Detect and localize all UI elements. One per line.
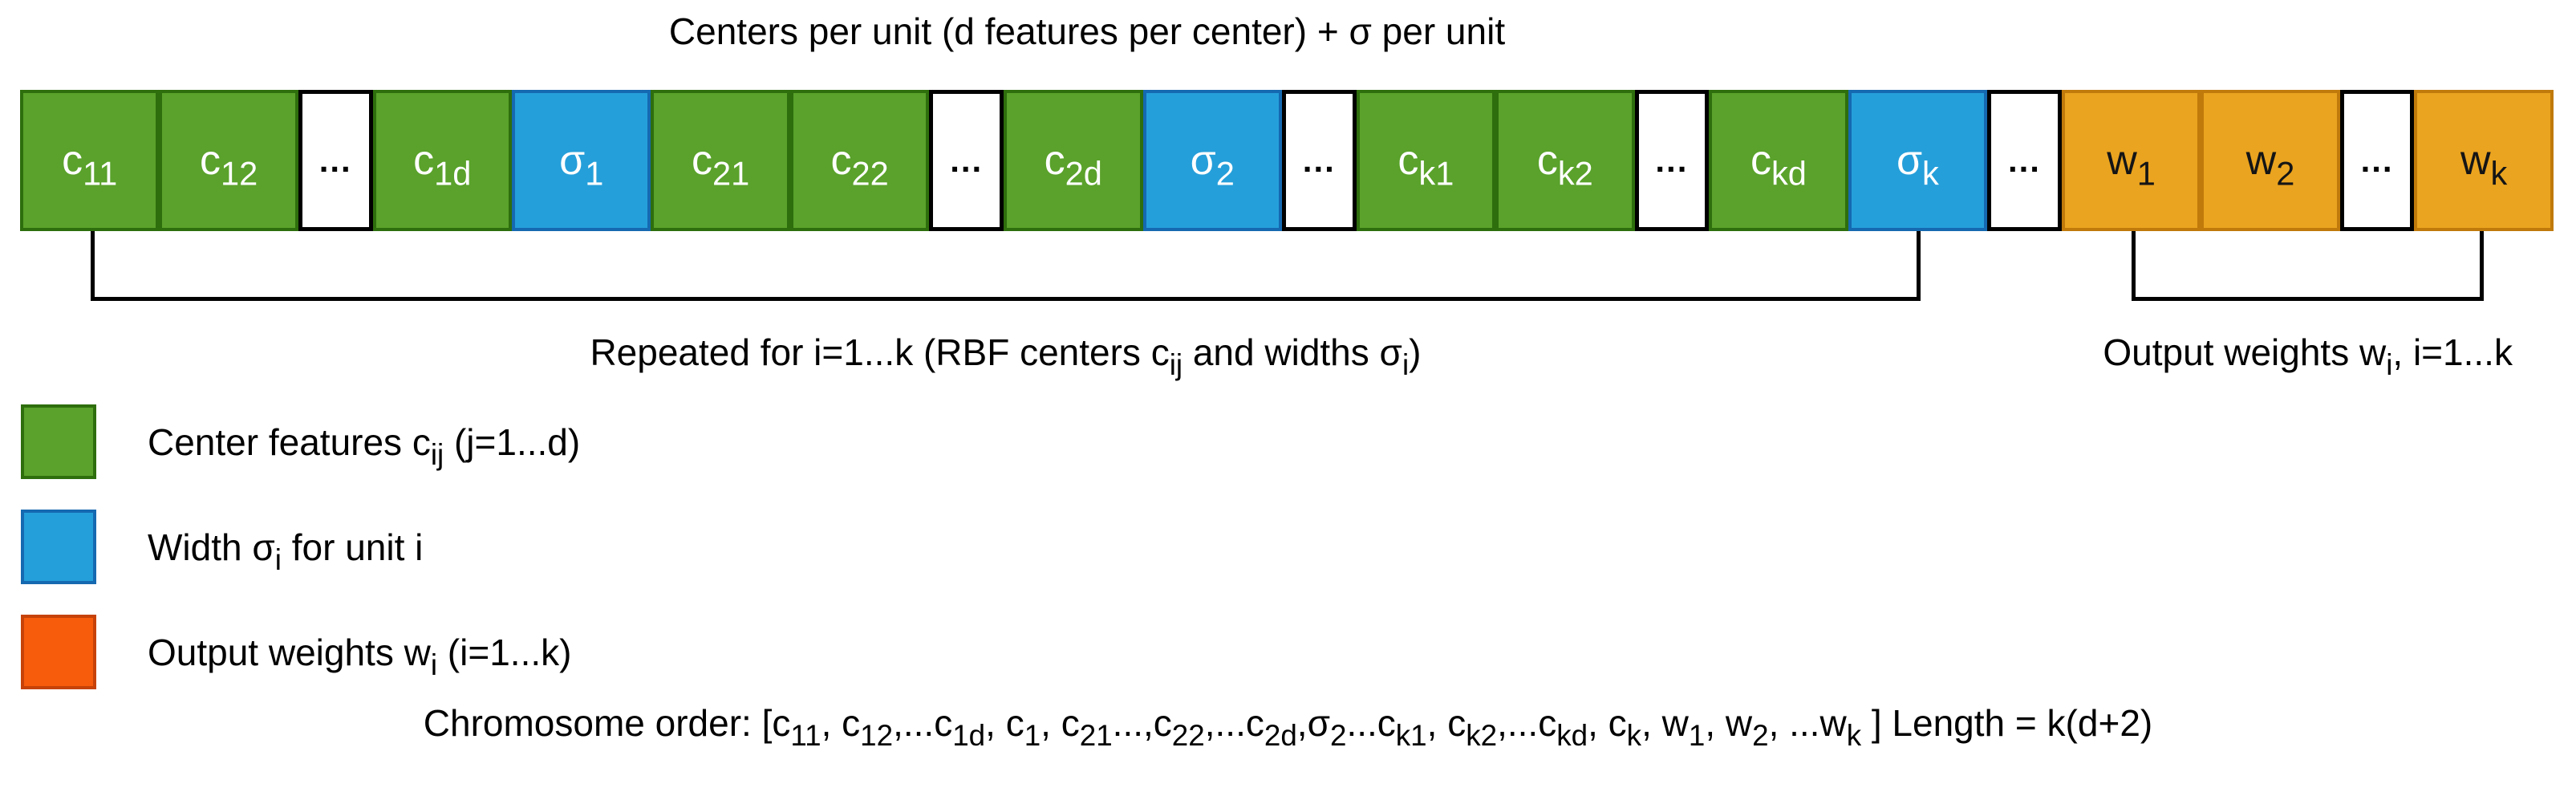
- gene-label: ...: [318, 141, 352, 179]
- gene-box-dots: ...: [298, 90, 373, 231]
- gene-box-dots: ...: [929, 90, 1004, 231]
- gene-box-sigmak: σk: [1848, 90, 1988, 231]
- gene-box-ck2: ck2: [1495, 90, 1635, 231]
- gene-box-w1: w1: [2061, 90, 2201, 231]
- legend-label-output-weights: Output weights wi (i=1...k): [148, 631, 572, 681]
- gene-box-c22: c22: [789, 90, 930, 231]
- gene-box-c11: c11: [20, 90, 160, 231]
- gene-label: c22: [830, 137, 889, 193]
- gene-label: c21: [692, 137, 750, 193]
- gene-label: ...: [1302, 141, 1336, 179]
- gene-label: wk: [2460, 137, 2508, 193]
- gene-box-ckd: ckd: [1709, 90, 1848, 231]
- gene-box-c1d: c1d: [372, 90, 513, 231]
- gene-box-c21: c21: [651, 90, 790, 231]
- diagram-title: Centers per unit (d features per center)…: [668, 10, 1506, 52]
- gene-label: ...: [2360, 141, 2394, 179]
- gene-box-dots: ...: [1281, 90, 1357, 231]
- gene-label: c1d: [413, 137, 472, 193]
- gene-box-c2d: c2d: [1004, 90, 1143, 231]
- legend-swatch-width-sigma: [21, 510, 96, 584]
- legend-item-width-sigma: Width σi for unit i: [21, 510, 423, 584]
- gene-box-ck1: ck1: [1356, 90, 1496, 231]
- gene-box-c12: c12: [159, 90, 298, 231]
- bracket-repeated-units: [90, 231, 1921, 301]
- gene-label: ...: [1655, 141, 1689, 179]
- gene-box-sigma1: σ1: [512, 90, 651, 231]
- legend-swatch-center-features: [21, 404, 96, 479]
- gene-label: σ1: [559, 137, 604, 193]
- gene-label: σ2: [1190, 137, 1235, 193]
- repeated-units-label: Repeated for i=1...k (RBF centers cij an…: [590, 331, 1422, 381]
- output-weights-label: Output weights wi, i=1...k: [2103, 331, 2513, 381]
- legend-item-center-features: Center features cij (j=1...d): [21, 404, 580, 479]
- gene-box-dots: ...: [1987, 90, 2062, 231]
- legend-label-center-features: Center features cij (j=1...d): [148, 420, 581, 471]
- gene-box-wk: wk: [2414, 90, 2554, 231]
- gene-label: w1: [2107, 137, 2156, 193]
- chromosome-order-note: Chromosome order: [c11, c12,...c1d, c1, …: [423, 702, 2153, 752]
- gene-label: ckd: [1750, 137, 1807, 193]
- gene-box-dots: ...: [2339, 90, 2415, 231]
- chromosome-gene-row: c11 c12... c1d σ1 c21 c22... c2d σ2... ck1 ck2...…: [20, 90, 2554, 231]
- legend-item-output-weights: Output weights wi (i=1...k): [21, 615, 571, 689]
- gene-box-w2: w2: [2201, 90, 2340, 231]
- gene-box-sigma2: σ2: [1142, 90, 1282, 231]
- gene-label: ck1: [1398, 137, 1454, 193]
- gene-label: ...: [950, 141, 984, 179]
- gene-label: c11: [62, 137, 118, 193]
- legend-swatch-output-weights: [21, 615, 96, 689]
- gene-box-dots: ...: [1634, 90, 1710, 231]
- gene-label: σk: [1896, 137, 1939, 193]
- bracket-output-weights: [2131, 231, 2484, 301]
- legend-label-width-sigma: Width σi for unit i: [148, 526, 424, 576]
- gene-label: ck2: [1536, 137, 1593, 193]
- gene-label: c12: [200, 137, 258, 193]
- gene-label: c2d: [1044, 137, 1102, 193]
- gene-label: w2: [2245, 137, 2295, 193]
- gene-label: ...: [2007, 141, 2041, 179]
